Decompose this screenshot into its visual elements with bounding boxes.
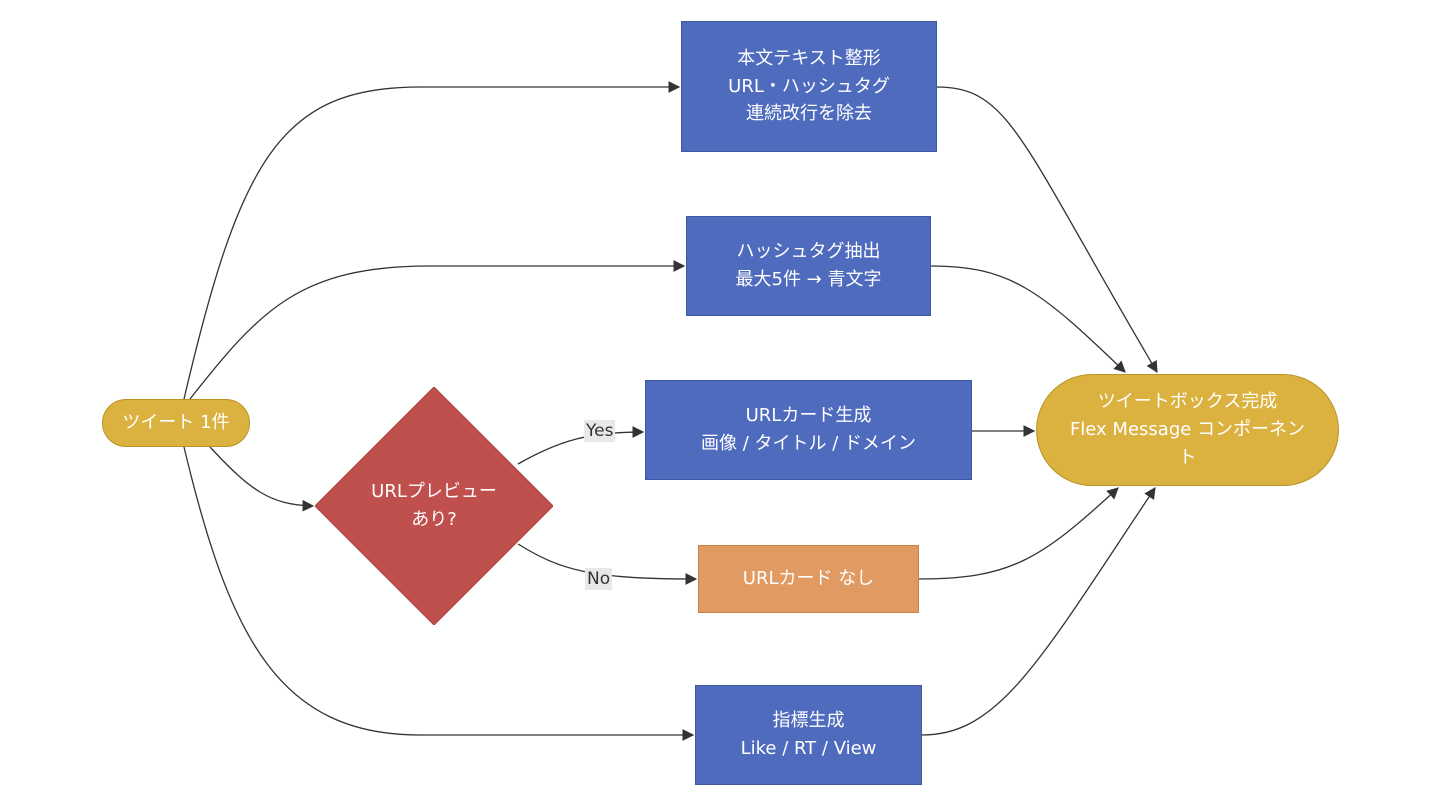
edge-label-yes: Yes — [584, 420, 616, 442]
decision-diamond — [315, 387, 553, 625]
node-complete-label: ツイートボックス完成 Flex Message コンポーネン ト — [1069, 391, 1306, 468]
node-tweet: ツイート 1件 — [102, 399, 250, 447]
edge-tweet-to-decision — [209, 446, 315, 512]
edge-label-no: No — [585, 568, 613, 590]
node-no-card: URLカード なし — [698, 545, 919, 613]
edge-decision-no — [517, 543, 698, 585]
node-url-card-label: URLカード生成 画像 / タイトル / ドメイン — [700, 405, 916, 454]
node-complete: ツイートボックス完成 Flex Message コンポーネン ト — [1036, 374, 1339, 486]
edge-decision-yes — [517, 426, 645, 465]
node-hashtag: ハッシュタグ抽出 最大5件 → 青文字 — [686, 216, 931, 316]
edge-tweet-to-metrics — [183, 446, 695, 741]
edge-tweet-to-text — [183, 81, 681, 400]
node-url-card: URLカード生成 画像 / タイトル / ドメイン — [645, 380, 972, 480]
node-metrics: 指標生成 Like / RT / View — [695, 685, 922, 785]
node-decision-label: URLプレビュー あり? — [371, 481, 497, 530]
edge-metrics-to-complete — [921, 487, 1156, 736]
node-text-format-label: 本文テキスト整形 URL・ハッシュタグ 連続改行を除去 — [728, 47, 890, 125]
node-decision: URLプレビュー あり? — [315, 387, 553, 625]
node-text-format: 本文テキスト整形 URL・ハッシュタグ 連続改行を除去 — [681, 21, 937, 152]
node-metrics-label: 指標生成 Like / RT / View — [740, 710, 877, 759]
edge-text-to-complete — [936, 86, 1158, 374]
node-hashtag-label: ハッシュタグ抽出 最大5件 → 青文字 — [735, 241, 882, 290]
edge-nocard-to-complete — [918, 487, 1119, 580]
edge-tweet-to-hashtag — [189, 260, 686, 400]
edge-hashtag-to-complete — [930, 265, 1126, 373]
node-tweet-label: ツイート 1件 — [122, 412, 230, 434]
node-no-card-label: URLカード なし — [742, 568, 875, 590]
